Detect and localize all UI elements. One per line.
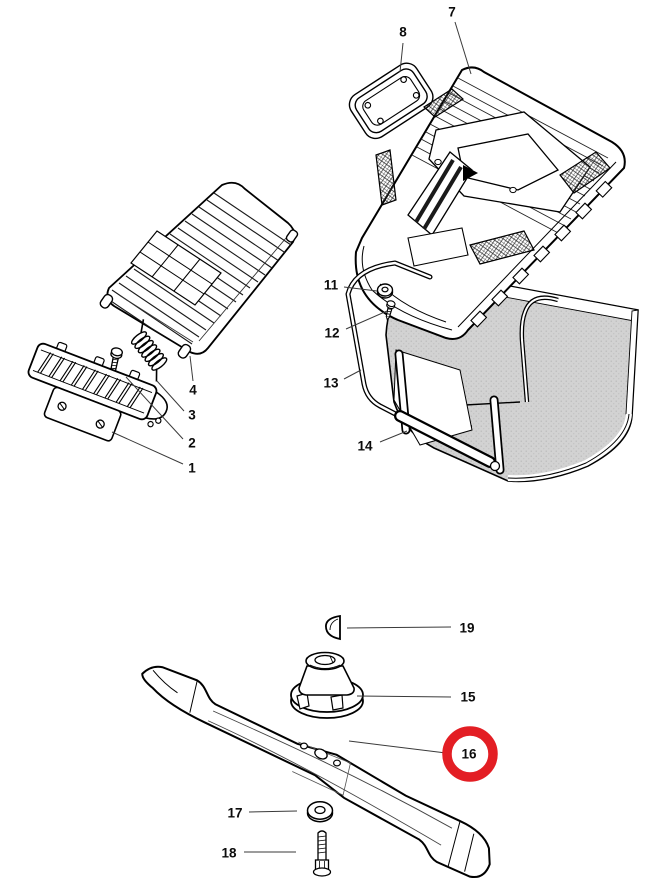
mulching-plug-drawing	[27, 341, 169, 442]
callout-19[interactable]: 19	[459, 621, 474, 636]
screw-small-drawing	[385, 300, 396, 321]
vent-cover-foot	[177, 343, 192, 359]
washer-small-drawing	[376, 283, 394, 299]
callout-3[interactable]: 3	[188, 408, 196, 423]
leader-line-4	[189, 355, 194, 382]
callout-12[interactable]: 12	[324, 326, 339, 341]
callout-1[interactable]: 1	[188, 461, 196, 476]
leader-line-13	[343, 369, 362, 380]
blade-pin-hole	[333, 759, 342, 767]
spring-drawing	[130, 319, 168, 382]
blade-bolt-drawing	[312, 830, 332, 877]
gasket-frame-drawing	[348, 62, 434, 140]
callout-17[interactable]: 17	[227, 806, 242, 821]
woodruff-key-detail	[329, 618, 339, 631]
leader-line-17	[248, 810, 298, 813]
callout-15[interactable]: 15	[460, 690, 476, 705]
plug-slats	[37, 352, 144, 409]
vent-cover-window	[130, 230, 222, 306]
blade-drawing	[141, 665, 491, 879]
callout-4[interactable]: 4	[189, 383, 197, 398]
callout-8[interactable]: 8	[399, 25, 407, 40]
leader-line-11	[343, 286, 378, 292]
callout-16[interactable]: 16	[461, 747, 477, 762]
cover-vents	[375, 88, 611, 265]
callout-13[interactable]: 13	[323, 376, 339, 391]
woodruff-key-drawing	[325, 614, 341, 641]
leader-line-14	[379, 430, 408, 443]
bag-front-opening	[393, 349, 505, 475]
leader-line-12	[345, 310, 388, 330]
cover-screw-hole	[434, 158, 442, 166]
callout-labels: 1 2 3 4 7 8 11 12 13 14 15 16 17 18 19	[188, 5, 477, 861]
leader-line-3	[156, 380, 185, 412]
cover-handle-recess	[428, 111, 591, 213]
leader-lines	[111, 21, 472, 853]
vent-cover-drawing	[99, 181, 299, 359]
blade-pin-hole	[300, 742, 309, 750]
leader-line-15	[356, 695, 452, 698]
cover-screw-hole	[509, 186, 517, 194]
mulching-plug-assembly	[27, 181, 299, 442]
cover-arrow-marker	[463, 165, 478, 181]
leader-line-7	[454, 21, 472, 75]
grass-catcher-assembly	[345, 62, 639, 483]
blade-center-hole	[314, 748, 328, 760]
leader-line-19	[346, 626, 452, 629]
callout-18[interactable]: 18	[221, 846, 237, 861]
leader-line-8	[399, 42, 404, 73]
vent-cover-foot	[285, 229, 299, 243]
vent-cover-foot	[99, 293, 114, 309]
blade-assembly	[141, 614, 491, 879]
bag-frame-drawing	[345, 260, 489, 464]
top-cover-drawing	[354, 66, 626, 340]
cover-door-plate	[407, 227, 469, 267]
leader-line-16	[348, 740, 447, 754]
blade-hub-drawing	[290, 651, 364, 719]
cover-castellations	[470, 180, 613, 328]
leader-line-1	[111, 431, 184, 465]
callout-14[interactable]: 14	[357, 439, 373, 454]
callout-7[interactable]: 7	[448, 5, 456, 20]
callout-2[interactable]: 2	[188, 436, 196, 451]
washer-drawing	[306, 801, 334, 823]
callout-11[interactable]: 11	[324, 278, 339, 293]
leader-line-2	[125, 376, 184, 440]
highlight-ring	[442, 726, 498, 782]
